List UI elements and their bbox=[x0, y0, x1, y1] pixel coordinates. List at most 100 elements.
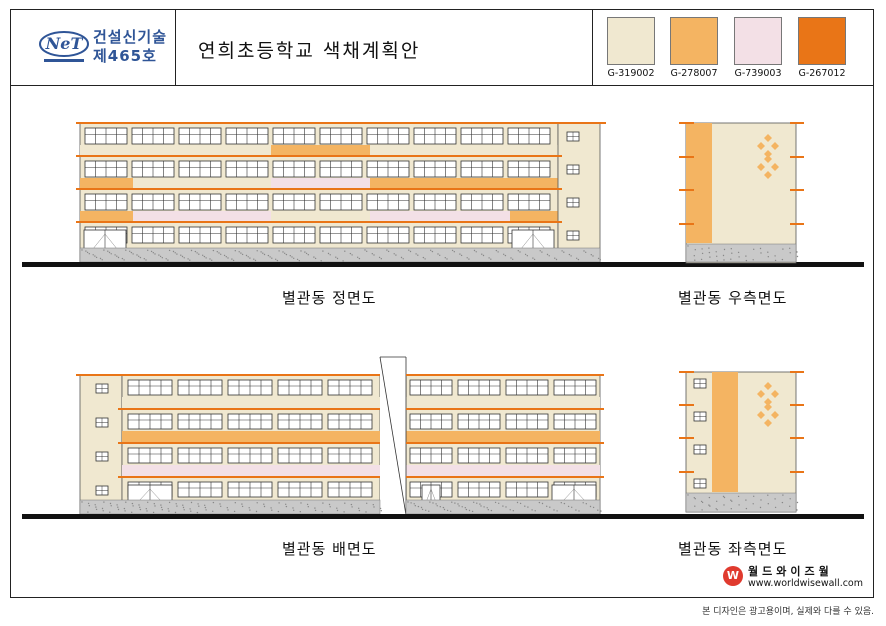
stone-speckle bbox=[548, 255, 550, 257]
stone-speckle bbox=[457, 503, 459, 505]
stone-speckle bbox=[524, 505, 526, 507]
stone-speckle bbox=[285, 253, 288, 256]
stone-speckle bbox=[245, 254, 248, 257]
stone-speckle bbox=[504, 254, 507, 257]
stone-speckle bbox=[358, 507, 360, 509]
stone-speckle bbox=[422, 256, 425, 259]
stone-speckle bbox=[745, 507, 748, 510]
stone-speckle bbox=[453, 251, 455, 253]
stone-speckle bbox=[503, 253, 505, 255]
stone-speckle bbox=[198, 505, 200, 507]
stone-speckle bbox=[167, 508, 169, 510]
stone-speckle bbox=[546, 505, 548, 507]
diamond-decoration bbox=[771, 142, 779, 150]
stone-speckle bbox=[585, 251, 587, 253]
stone-base bbox=[79, 499, 381, 515]
stone-speckle bbox=[88, 253, 91, 255]
diamond-decoration bbox=[764, 155, 772, 163]
stone-speckle bbox=[342, 260, 344, 262]
stone-speckle bbox=[465, 508, 468, 511]
stone-speckle bbox=[176, 505, 178, 507]
stone-speckle bbox=[731, 252, 733, 254]
stone-speckle bbox=[190, 510, 192, 512]
stone-speckle bbox=[497, 251, 499, 253]
stone-speckle bbox=[267, 254, 270, 257]
stone-speckle bbox=[240, 252, 242, 254]
stone-speckle bbox=[701, 248, 703, 250]
stone-speckle bbox=[431, 250, 434, 253]
logo-nt-icon: NeT bbox=[39, 31, 89, 62]
stone-speckle bbox=[432, 502, 434, 504]
facade-band bbox=[80, 145, 271, 157]
drawing-frame bbox=[10, 9, 874, 598]
stone-speckle bbox=[563, 251, 565, 253]
stone-speckle bbox=[108, 251, 111, 254]
stone-speckle bbox=[722, 495, 725, 498]
stone-speckle bbox=[483, 506, 485, 508]
stone-speckle bbox=[365, 511, 367, 513]
facade-band bbox=[406, 431, 600, 443]
stone-speckle bbox=[781, 258, 784, 261]
swatch-code: G-267012 bbox=[798, 68, 846, 79]
stone-speckle bbox=[327, 252, 330, 255]
stone-speckle bbox=[789, 505, 791, 507]
stone-speckle bbox=[731, 500, 733, 502]
brand-url[interactable]: www.worldwisewall.com bbox=[748, 578, 863, 589]
stone-speckle bbox=[125, 501, 127, 503]
stone-speckle bbox=[723, 504, 725, 506]
stone-speckle bbox=[204, 506, 207, 509]
stone-speckle bbox=[531, 509, 533, 511]
stone-speckle bbox=[417, 254, 419, 256]
stone-speckle bbox=[421, 508, 424, 511]
stone-speckle bbox=[730, 248, 732, 250]
front-elevation bbox=[22, 122, 864, 267]
stone-speckle bbox=[417, 505, 420, 508]
diamond-decoration bbox=[764, 171, 772, 179]
stone-speckle bbox=[592, 506, 595, 509]
stone-speckle bbox=[585, 503, 587, 505]
stone-speckle bbox=[701, 501, 704, 504]
stone-speckle bbox=[451, 501, 453, 503]
diamond-decoration bbox=[757, 142, 765, 150]
stone-speckle bbox=[524, 253, 527, 256]
stone-speckle bbox=[241, 253, 244, 256]
facade-band bbox=[133, 178, 271, 190]
stone-speckle bbox=[730, 499, 732, 501]
stone-speckle bbox=[446, 509, 449, 512]
stone-speckle bbox=[708, 504, 710, 506]
stone-speckle bbox=[211, 259, 213, 261]
stone-speckle bbox=[110, 253, 112, 255]
diamond-decoration bbox=[764, 150, 772, 158]
stone-speckle bbox=[165, 258, 167, 260]
stone-speckle bbox=[526, 255, 528, 257]
stone-speckle bbox=[109, 502, 112, 505]
caption-right: 별관동 우측면도 bbox=[678, 289, 788, 307]
stone-speckle bbox=[512, 258, 514, 260]
stone-speckle bbox=[490, 258, 492, 260]
stone-speckle bbox=[473, 501, 475, 503]
stone-speckle bbox=[600, 510, 602, 512]
stone-speckle bbox=[420, 506, 423, 509]
stone-speckle bbox=[796, 251, 798, 253]
stone-speckle bbox=[304, 251, 306, 253]
stone-speckle bbox=[789, 498, 791, 500]
stone-speckle bbox=[715, 508, 717, 510]
stone-base bbox=[685, 492, 797, 513]
stone-speckle bbox=[117, 506, 119, 508]
swatch-g-319002 bbox=[607, 17, 655, 65]
stone-speckle bbox=[723, 259, 725, 261]
stone-speckle bbox=[373, 254, 375, 256]
stone-speckle bbox=[220, 253, 222, 255]
stone-speckle bbox=[114, 254, 116, 256]
stone-speckle bbox=[216, 251, 218, 253]
stone-speckle bbox=[292, 507, 294, 509]
stone-speckle bbox=[86, 251, 89, 254]
left-accent-column bbox=[712, 372, 738, 492]
stone-speckle bbox=[94, 255, 96, 257]
stone-speckle bbox=[379, 507, 382, 510]
stone-speckle bbox=[277, 510, 280, 513]
stone-speckle bbox=[183, 257, 185, 259]
facade-band bbox=[370, 145, 558, 157]
stone-speckle bbox=[117, 256, 120, 259]
stone-speckle bbox=[167, 259, 169, 261]
